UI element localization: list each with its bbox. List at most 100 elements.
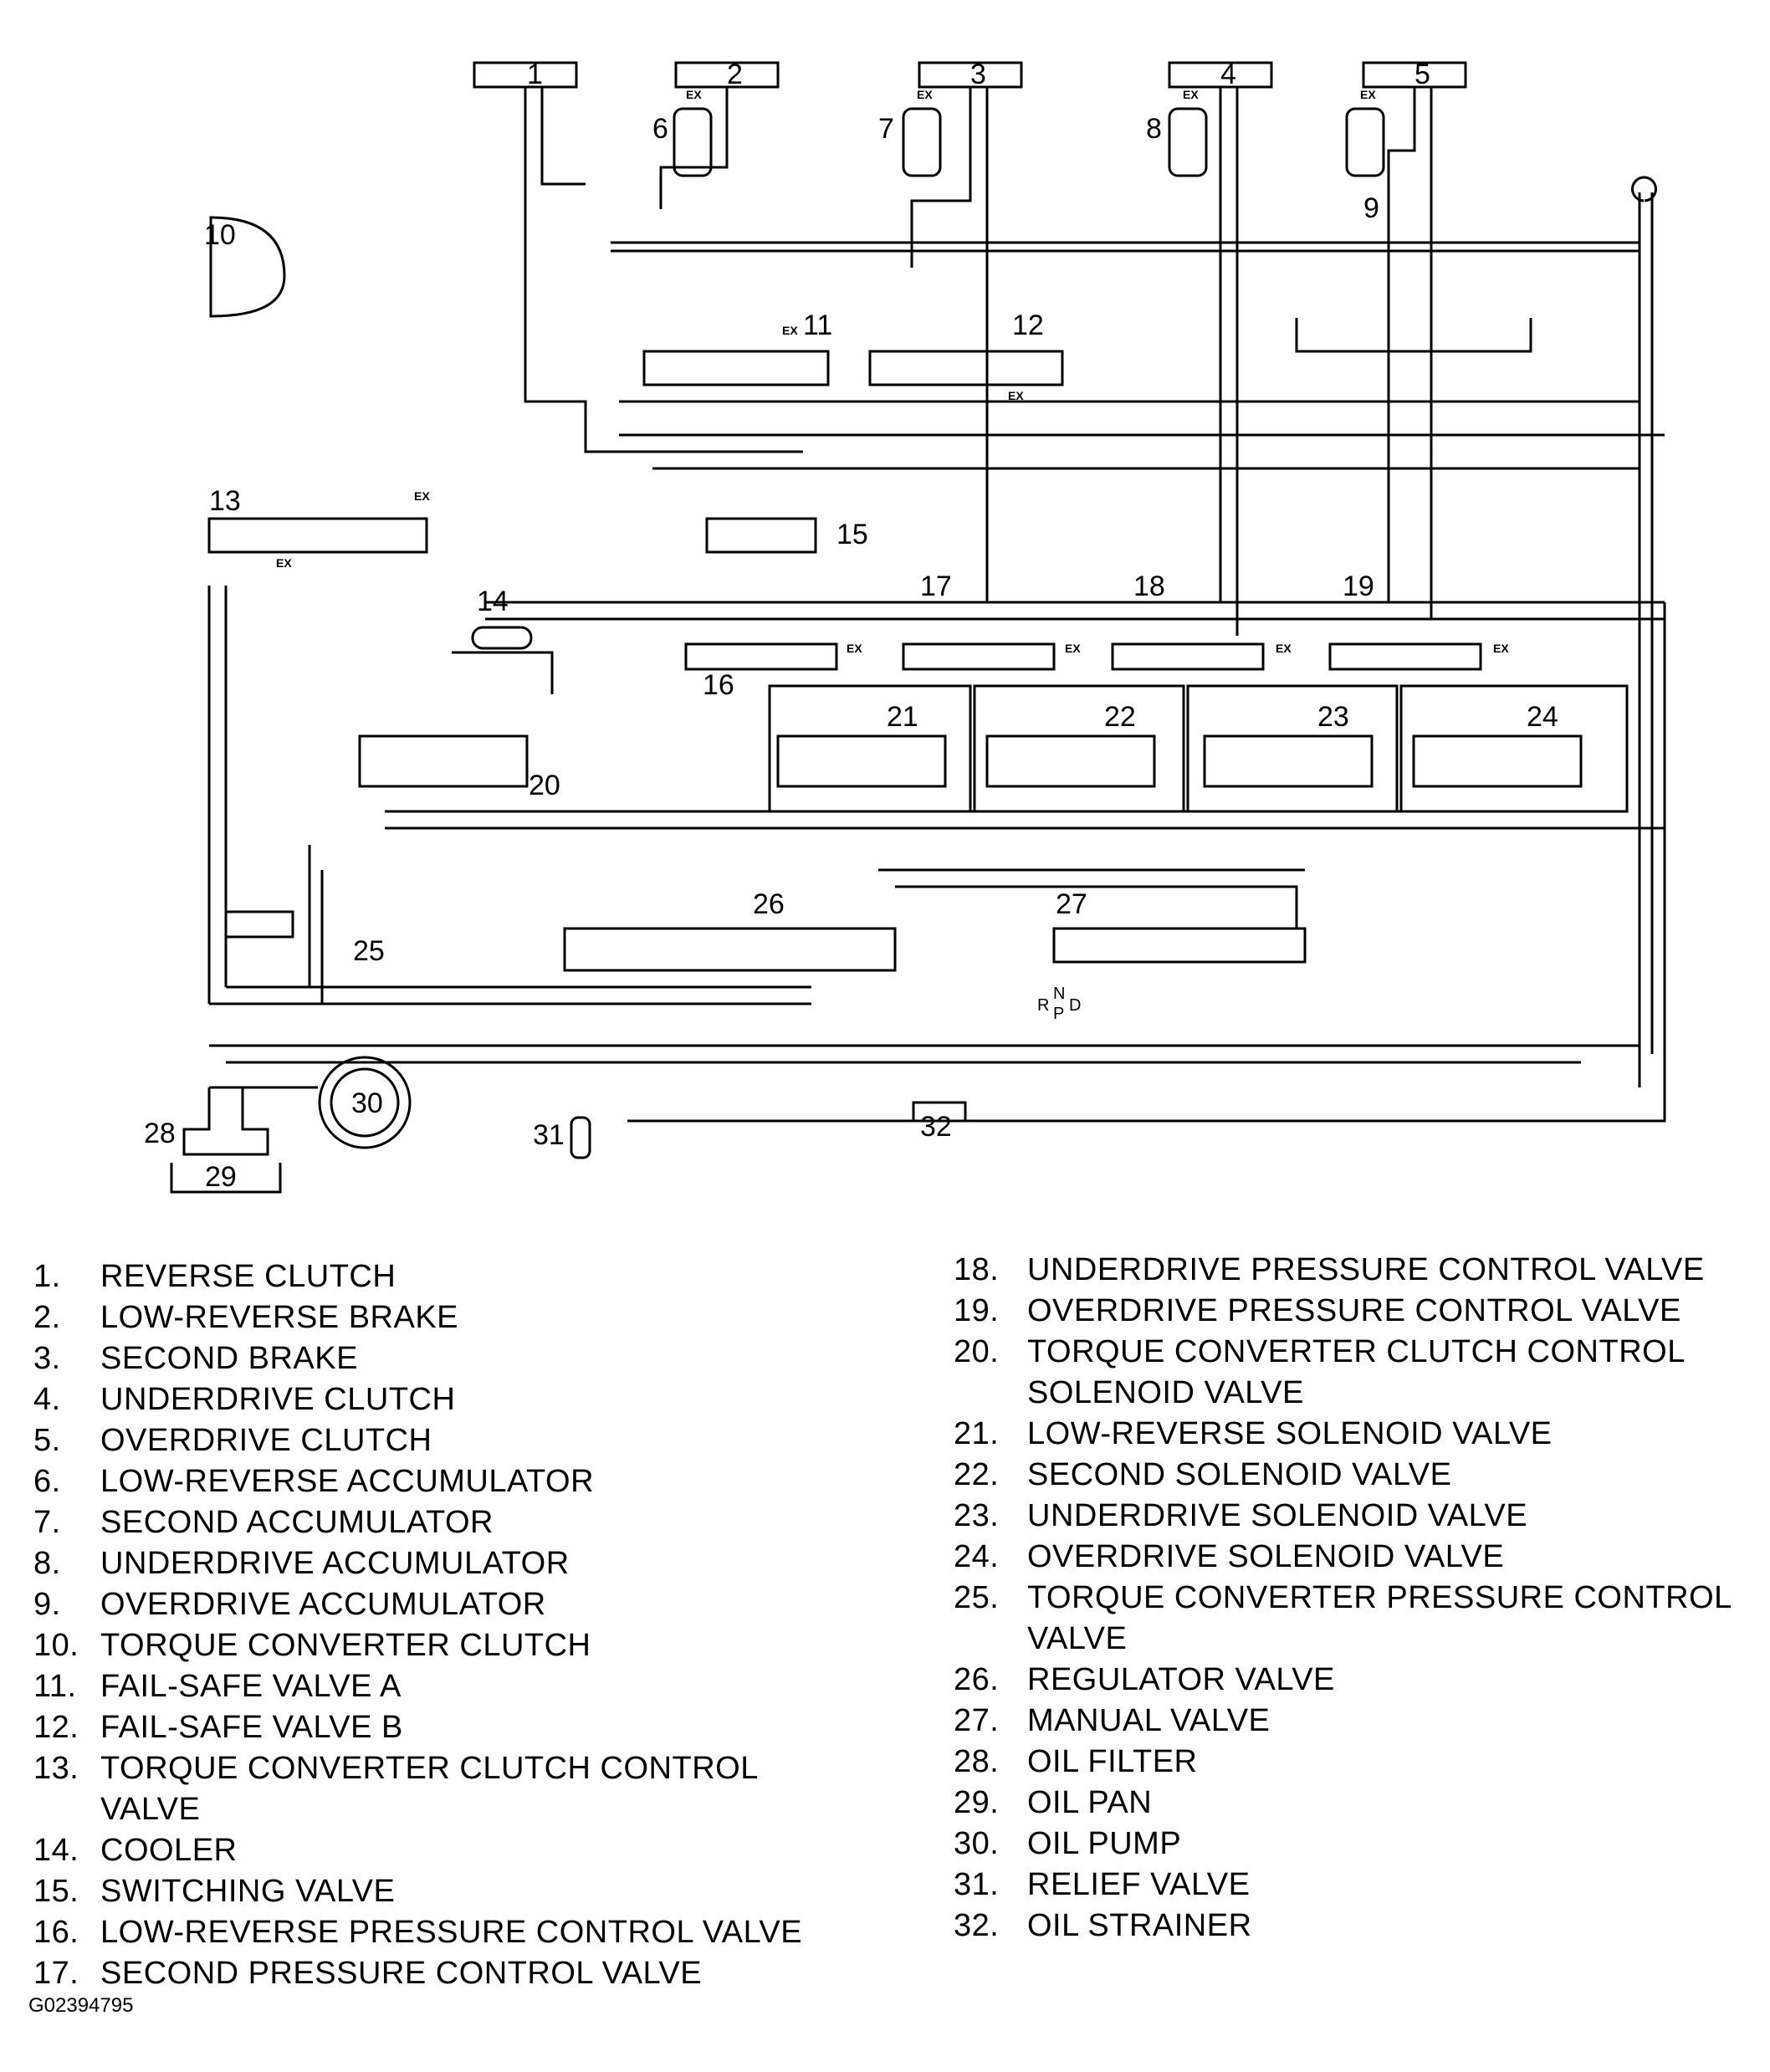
- legend-text: MANUAL VALVE: [1027, 1703, 1271, 1738]
- callout-15: 15: [836, 519, 868, 550]
- exhaust-mark: EX: [917, 88, 933, 101]
- legend-number: 15.: [33, 1874, 79, 1909]
- overdrive-pressure-control-valve: [1328, 642, 1482, 671]
- manual-valve: [1052, 927, 1307, 964]
- legend-text: LOW-REVERSE ACCUMULATOR: [100, 1464, 595, 1499]
- callout-16: 16: [703, 669, 734, 701]
- legend-number: 1.: [33, 1259, 61, 1294]
- callout-19: 19: [1343, 570, 1374, 602]
- legend-text: RELIEF VALVE: [1027, 1867, 1251, 1902]
- legend-number: 16.: [33, 1915, 79, 1950]
- second-solenoid-valve: [985, 734, 1156, 788]
- tc-pressure-control-valve: [224, 910, 294, 939]
- exhaust-mark: EX: [1183, 88, 1199, 101]
- oil-pump: [318, 1056, 412, 1149]
- legend-text: SECOND ACCUMULATOR: [100, 1505, 494, 1540]
- legend-text: UNDERDRIVE ACCUMULATOR: [100, 1546, 570, 1581]
- callout-20: 20: [529, 770, 560, 801]
- overdrive-accumulator: [1345, 107, 1385, 177]
- low-reverse-solenoid-valve: [776, 734, 947, 788]
- legend-text: OIL PUMP: [1027, 1826, 1182, 1861]
- legend-text: REGULATOR VALVE: [1027, 1662, 1335, 1697]
- legend-item: 4.UNDERDRIVE CLUTCH: [33, 1379, 920, 1420]
- legend-number: 23.: [954, 1498, 1000, 1533]
- legend-number: 6.: [33, 1464, 61, 1499]
- fail-safe-valve-b: [868, 350, 1064, 386]
- legend-item: 3.SECOND BRAKE: [33, 1338, 920, 1379]
- legend-item: 27.MANUAL VALVE: [954, 1701, 1770, 1742]
- legend-number: 11.: [33, 1669, 77, 1704]
- legend-text: SECOND BRAKE: [100, 1341, 358, 1376]
- legend-item: 8.UNDERDRIVE ACCUMULATOR: [33, 1543, 920, 1584]
- legend-item: 1. REVERSE CLUTCH: [33, 1256, 920, 1297]
- exhaust-mark: EX: [1065, 642, 1081, 655]
- legend-text: OVERDRIVE PRESSURE CONTROL VALVE: [1027, 1293, 1681, 1328]
- callout-8: 8: [1146, 113, 1162, 145]
- legend-text: LOW-REVERSE BRAKE: [100, 1300, 459, 1335]
- legend-number: 28.: [954, 1744, 1000, 1779]
- legend-item: 26. REGULATOR VALVE: [954, 1660, 1770, 1701]
- legend-number: 30.: [954, 1826, 1000, 1861]
- exhaust-mark: EX: [782, 324, 798, 337]
- legend-text: OVERDRIVE ACCUMULATOR: [100, 1587, 546, 1622]
- underdrive-pressure-control-valve: [1111, 642, 1265, 671]
- callout-21: 21: [887, 701, 918, 733]
- legend-number: 20.: [954, 1334, 1000, 1369]
- legend-number: 32.: [954, 1908, 1000, 1943]
- legend-item: 31.RELIEF VALVE: [954, 1865, 1770, 1906]
- legend-item: 23. UNDERDRIVE SOLENOID VALVE: [954, 1496, 1770, 1537]
- callout-1: 1: [527, 59, 543, 90]
- legend-text: TORQUE CONVERTER CLUTCH CONTROL SOLENOID…: [1027, 1334, 1686, 1410]
- legend-item: 22.SECOND SOLENOID VALVE: [954, 1455, 1770, 1496]
- relief-valve: [570, 1116, 591, 1159]
- legend-item: 17.SECOND PRESSURE CONTROL VALVE: [33, 1953, 920, 1994]
- legend-number: 9.: [33, 1587, 61, 1622]
- legend-item: 7. SECOND ACCUMULATOR: [33, 1502, 920, 1543]
- legend-text: REVERSE CLUTCH: [100, 1259, 396, 1294]
- manual-position-p: P: [1053, 1005, 1064, 1023]
- legend-item: 12.FAIL-SAFE VALVE B: [33, 1707, 920, 1748]
- callout-10: 10: [204, 219, 236, 251]
- legend-item: 20. TORQUE CONVERTER CLUTCH CONTROL SOLEN…: [954, 1332, 1770, 1414]
- legend-item: 6. LOW-REVERSE ACCUMULATOR: [33, 1461, 920, 1502]
- callout-2: 2: [727, 59, 743, 90]
- callout-18: 18: [1133, 570, 1165, 602]
- legend-item: 11.FAIL-SAFE VALVE A: [33, 1666, 920, 1707]
- callout-6: 6: [652, 113, 668, 145]
- legend-number: 26.: [954, 1662, 1000, 1697]
- legend-text: SECOND SOLENOID VALVE: [1027, 1457, 1452, 1492]
- figure-id: G02394795: [28, 1994, 134, 2017]
- callout-22: 22: [1104, 701, 1136, 733]
- callout-12: 12: [1012, 310, 1044, 341]
- legend-text: UNDERDRIVE SOLENOID VALVE: [1027, 1498, 1528, 1533]
- legend-item: 21.LOW-REVERSE SOLENOID VALVE: [954, 1414, 1770, 1455]
- legend-item: 29.OIL PAN: [954, 1783, 1770, 1824]
- legend-text: TORQUE CONVERTER CLUTCH CONTROL VALVE: [100, 1751, 759, 1827]
- oil-pan: [170, 1163, 282, 1194]
- legend-item: 14.COOLER: [33, 1830, 920, 1871]
- callout-30: 30: [351, 1087, 383, 1119]
- legend-number: 2.: [33, 1300, 61, 1335]
- legend-text: OVERDRIVE CLUTCH: [100, 1423, 432, 1458]
- callout-13: 13: [209, 485, 241, 517]
- exhaust-mark: EX: [686, 88, 702, 101]
- callout-11: 11: [803, 310, 832, 341]
- legend-text: COOLER: [100, 1833, 238, 1868]
- legend-number: 19.: [954, 1293, 1000, 1328]
- legend-text: LOW-REVERSE PRESSURE CONTROL VALVE: [100, 1915, 803, 1950]
- legend-number: 7.: [33, 1505, 61, 1540]
- low-reverse-accumulator: [673, 107, 713, 177]
- legend-text: SECOND PRESSURE CONTROL VALVE: [100, 1956, 703, 1991]
- cooler: [471, 626, 533, 650]
- legend-number: 29.: [954, 1785, 1000, 1820]
- legend-number: 21.: [954, 1416, 1000, 1451]
- tcc-control-valve: [207, 517, 428, 554]
- callout-25: 25: [353, 935, 385, 967]
- underdrive-solenoid-valve: [1203, 734, 1374, 788]
- legend-number: 25.: [954, 1580, 1000, 1615]
- oil-filter: [182, 1087, 269, 1156]
- legend-text: SWITCHING VALVE: [100, 1874, 396, 1909]
- torque-converter-clutch: [209, 216, 286, 318]
